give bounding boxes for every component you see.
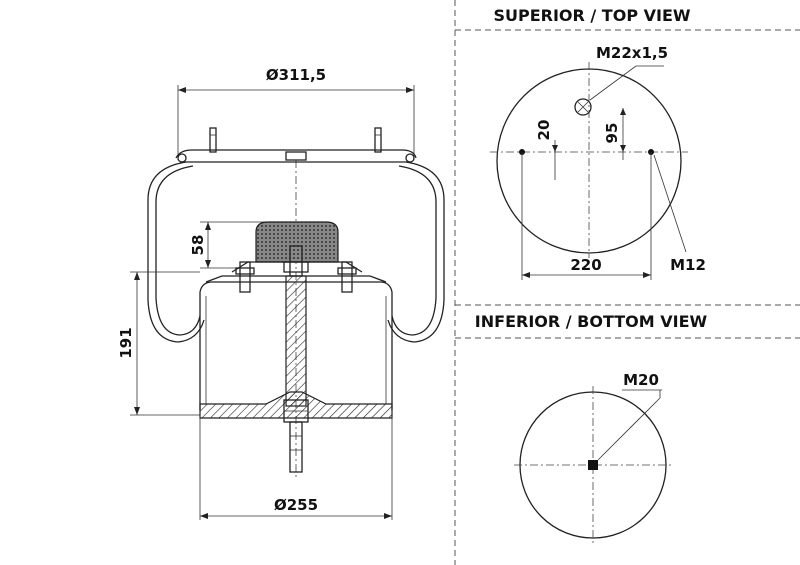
bellows-left xyxy=(147,161,205,343)
dim-height-191: 191 xyxy=(117,327,135,358)
bump-stop xyxy=(255,221,339,263)
dim-offset-20: 20 xyxy=(535,120,553,141)
top-port xyxy=(285,151,307,161)
label-m22: M22x1,5 xyxy=(596,44,668,62)
rod-top xyxy=(289,245,303,277)
dim-offset-95: 95 xyxy=(603,123,621,144)
label-m20: M20 xyxy=(623,371,659,389)
side-view xyxy=(130,85,445,520)
center-rod xyxy=(285,275,307,407)
label-m12: M12 xyxy=(670,256,706,274)
top-stud-right xyxy=(374,127,382,153)
dim-height-58: 58 xyxy=(189,235,207,256)
dim-spacing-220: 220 xyxy=(570,256,601,274)
piston-bolt-right xyxy=(341,261,353,293)
base-plate xyxy=(199,391,393,419)
top-plate xyxy=(175,149,417,159)
top-view xyxy=(490,62,688,280)
view-separators xyxy=(454,0,800,565)
dim-diameter-bottom: Ø255 xyxy=(274,496,318,514)
m22-hole xyxy=(574,98,592,116)
bellows-right xyxy=(387,161,445,343)
title-top-view: SUPERIOR / TOP VIEW xyxy=(493,6,690,25)
bottom-view xyxy=(514,386,672,545)
m20-hole xyxy=(588,460,598,470)
bottom-stud xyxy=(289,421,303,473)
dim-diameter-top: Ø311,5 xyxy=(266,66,326,84)
top-stud-left xyxy=(209,127,217,153)
title-bottom-view: INFERIOR / BOTTOM VIEW xyxy=(475,312,708,331)
piston-bolt-left xyxy=(239,261,251,293)
